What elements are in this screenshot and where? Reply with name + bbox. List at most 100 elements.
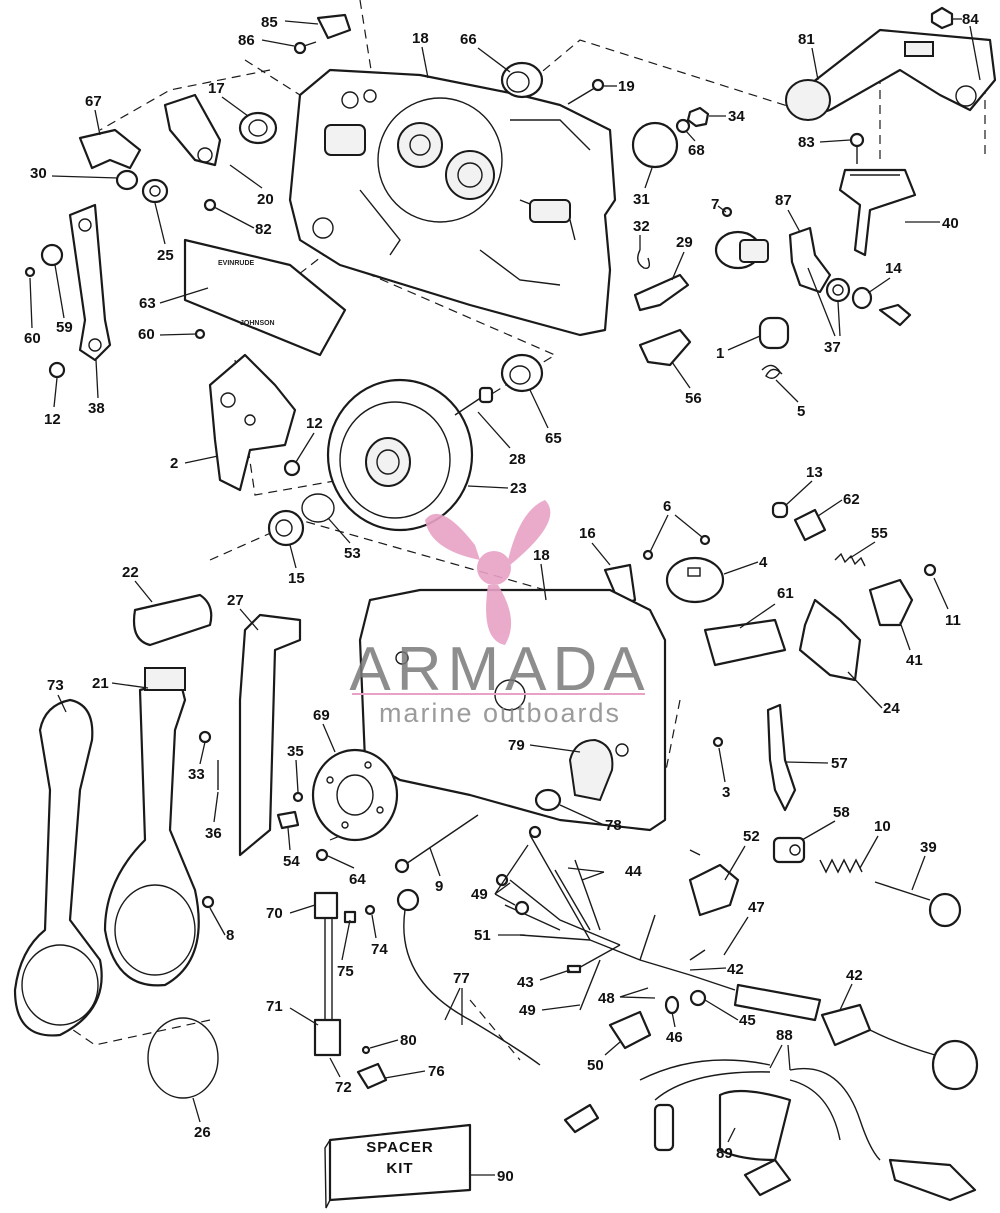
callout-label: 31 — [633, 191, 650, 208]
part-66-grommet — [500, 61, 544, 99]
part-52-relay — [688, 849, 740, 917]
part-27-lever — [238, 613, 302, 857]
upper-control-housing — [288, 68, 617, 337]
callout-label: 32 — [633, 218, 650, 235]
callout-label: 62 — [843, 491, 860, 508]
part-6-screw — [642, 534, 711, 561]
part-85-clip — [316, 13, 352, 40]
part-81-arm — [785, 28, 997, 121]
callout-label: 39 — [920, 839, 937, 856]
callout-label: 49 — [471, 886, 488, 903]
callout-label: 83 — [798, 134, 815, 151]
callout-label: 38 — [88, 400, 105, 417]
part-28-bolt — [454, 386, 494, 416]
callout-label: 29 — [676, 234, 693, 251]
callout-label: 17 — [208, 80, 225, 97]
callout-label: 11 — [945, 612, 961, 629]
callout-label: 8 — [226, 927, 234, 944]
callout-label: 55 — [871, 525, 888, 542]
part-40-bracket — [838, 168, 917, 257]
part-5-spring — [761, 364, 783, 379]
callout-label: 47 — [748, 899, 765, 916]
part-8-screw — [201, 895, 215, 909]
callout-label: 89 — [716, 1145, 733, 1162]
part-38-link — [68, 203, 112, 362]
part-1-plug — [758, 316, 790, 350]
callout-label: 26 — [194, 1124, 211, 1141]
part-12-screw-upper — [48, 361, 66, 379]
part-50-connector — [608, 1010, 652, 1050]
part-17-ring — [238, 111, 278, 145]
callout-label: 12 — [306, 415, 323, 432]
part-87-lever — [788, 226, 832, 294]
callout-label: 41 — [906, 652, 923, 669]
part-45-terminal — [689, 989, 707, 1007]
callout-label: 3 — [722, 784, 730, 801]
spacer-kit-line1: SPACER — [366, 1139, 433, 1156]
callout-label: 86 — [238, 32, 255, 49]
part-84-nut — [930, 6, 954, 30]
part-23-gear — [326, 378, 474, 532]
part-3-screw — [712, 736, 724, 748]
part-60-screw-2 — [194, 328, 206, 340]
callout-label: 48 — [598, 990, 615, 1007]
part-42-connector — [733, 983, 979, 1091]
part-41-switch — [868, 578, 914, 627]
callout-label: 76 — [428, 1063, 445, 1080]
part-71-wire — [313, 918, 342, 1057]
part-14-cap — [851, 286, 873, 310]
callout-label: 4 — [759, 554, 768, 571]
callout-label: 54 — [283, 853, 300, 870]
callout-label: 19 — [618, 78, 635, 95]
part-2-bracket — [208, 353, 297, 492]
callout-label: 77 — [453, 970, 470, 987]
callout-label: 22 — [122, 564, 139, 581]
callout-label: 81 — [798, 31, 815, 48]
part-88-cables — [563, 1059, 977, 1202]
callout-label: 36 — [205, 825, 222, 842]
part-24-plate — [798, 598, 862, 682]
callout-label: 12 — [44, 411, 61, 428]
callout-label: 84 — [962, 11, 979, 28]
callout-label: 1 — [716, 345, 724, 362]
callout-label: 40 — [942, 215, 959, 232]
callout-label: 13 — [806, 464, 823, 481]
callout-label: 82 — [255, 221, 272, 238]
part-67-lever — [78, 128, 142, 170]
part-55-spring — [834, 552, 866, 567]
part-58-block — [772, 836, 806, 864]
callout-label: 7 — [711, 196, 719, 213]
callout-label: 9 — [435, 878, 443, 895]
part-86-screw — [293, 41, 317, 55]
callout-label: 52 — [743, 828, 760, 845]
callout-label: 21 — [92, 675, 109, 692]
callout-label: 24 — [883, 700, 900, 717]
callout-label: 80 — [400, 1032, 417, 1049]
part-90-spacer-kit: SPACER KIT — [324, 1123, 472, 1209]
callout-label: 30 — [30, 165, 47, 182]
callout-label: 45 — [739, 1012, 756, 1029]
part-64-screw — [315, 848, 329, 862]
callout-label: 42 — [727, 961, 744, 978]
part-22-sleeve — [132, 593, 213, 647]
part-15-bushing — [267, 509, 305, 547]
callout-label: 18 — [533, 547, 550, 564]
callout-label: 34 — [728, 108, 745, 125]
callout-label: 5 — [797, 403, 805, 420]
part-26-cover — [147, 1017, 219, 1099]
callout-label: 15 — [288, 570, 305, 587]
part-11-screw — [923, 563, 937, 577]
part-77-cable — [396, 888, 541, 1066]
part-76-cap — [356, 1062, 388, 1090]
part-19-screw — [567, 78, 605, 105]
callout-label: 60 — [24, 330, 41, 347]
callout-label: 68 — [688, 142, 705, 159]
callout-label: 33 — [188, 766, 205, 783]
part-4-switch — [665, 556, 725, 604]
part-key — [878, 303, 912, 327]
callout-label: 65 — [545, 430, 562, 447]
part-73-handle — [13, 698, 103, 1037]
watermark-brand: ARMADA — [349, 635, 650, 704]
callout-label: 74 — [371, 941, 388, 958]
